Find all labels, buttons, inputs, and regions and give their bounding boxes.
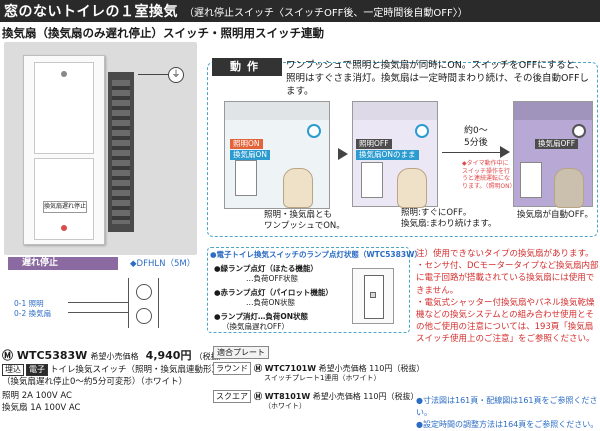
switch-icon — [520, 162, 542, 198]
spec-line-3: 照明 2A 100V AC — [2, 391, 72, 401]
wire — [68, 302, 128, 303]
spec-line-2: （換気扇遅れ停止0～約5分可変形）（ホワイト） — [2, 377, 188, 387]
wiring-diagram: 0-1 照明 0-2 換気扇 — [8, 272, 198, 334]
connector-line — [138, 74, 172, 75]
toilet-icon — [554, 168, 584, 208]
spec-box-embed: 埋込 — [2, 364, 24, 376]
delay-tag: 遅れ停止 — [8, 257, 118, 270]
lamp-item-red: ●赤ランプ点灯（パイロット機能） …負荷ON状態 — [214, 288, 333, 308]
plate-price: 希望小売価格 110円（税抜） — [312, 392, 419, 401]
caution-line: ・センサ付、DCモータータイプなど換気扇内部に電子回路が搭載されている換気扇には… — [416, 261, 599, 296]
indicator-led — [61, 225, 67, 231]
scene3-caption: 換気扇が自動OFF。 — [517, 210, 593, 220]
model-name: Ⓜ WTC5383W — [2, 349, 88, 362]
model-row: Ⓜ WTC5383W 希望小売価格 4,940円 （税抜） — [2, 347, 227, 363]
light-rocker — [34, 62, 94, 154]
ceiling — [514, 102, 592, 120]
arrow-right-icon — [500, 146, 510, 158]
scene1-caption: 照明・換気扇とも ワンプッシュでON。 — [264, 210, 345, 231]
plate-type: スクエア — [213, 390, 251, 403]
plate-type: ラウンド — [213, 362, 251, 375]
toilet-icon — [397, 168, 427, 208]
lamp-led — [370, 292, 376, 298]
footnote: ●寸法図は161頁・配線図は161頁をご参照ください。 — [416, 396, 598, 417]
indicator-dot — [61, 71, 67, 77]
fan-rocker: 換気扇遅れ停止 — [34, 158, 94, 240]
lamp-item-head: ●赤ランプ点灯（パイロット機能） — [214, 288, 333, 297]
wiring-label-fan: 0-2 換気扇 — [14, 309, 52, 318]
spec-line-4: 換気扇 1A 100V AC — [2, 403, 81, 413]
plate-price: 希望小売価格 110円（税抜） — [318, 364, 425, 373]
switch-icon — [361, 162, 383, 198]
tag-light-on: 照明ON — [230, 139, 263, 149]
plate-desc: （ホワイト） — [264, 402, 306, 410]
ceiling — [225, 102, 329, 120]
toilet-icon — [283, 168, 313, 208]
tag-fan-on: 換気扇ON — [230, 150, 271, 160]
fan-symbol — [136, 308, 152, 324]
spec-line-1: 埋込電子トイレ換気スイッチ（照明・換気扇連動形） — [2, 363, 220, 376]
delay-line — [442, 152, 502, 153]
wire — [158, 278, 159, 328]
footnote: ●設定時間の調整方法は164頁をご参照ください。 — [416, 420, 599, 429]
lamp-item-sub: …負荷ON状態 — [246, 298, 296, 307]
caution-line: ・電気式シャッター付換気扇やパネル換気乾燥機などの換気システムとの組み合わせ使用… — [416, 297, 595, 345]
switch-plate: 換気扇遅れ停止 — [23, 55, 105, 245]
footnotes: ●寸法図は161頁・配線図は161頁をご参照ください。 ●設定時間の調整方法は1… — [416, 395, 600, 431]
spec-text: トイレ換気スイッチ（照明・換気扇連動形） — [50, 365, 221, 375]
fan-icon — [307, 124, 321, 138]
connector: ⏚ — [138, 64, 184, 86]
lamp-item-green: ●緑ランプ点灯（ほたる機能） …負荷OFF状態 — [214, 264, 318, 284]
plug-icon: ⏚ — [168, 67, 184, 83]
switch-icon — [235, 160, 257, 196]
wiring-label-light: 0-1 照明 — [14, 299, 44, 308]
plate-model: Ⓜ WTC7101W — [254, 364, 317, 373]
plate-label: 換気扇遅れ停止 — [43, 201, 87, 213]
scene-on — [224, 101, 330, 209]
wire — [128, 278, 129, 328]
scene2-caption: 照明:すぐにOFF。 換気扇:まわり続けます。 — [401, 208, 497, 229]
timer-note: ◆タイマ動作中にスイッチ操作を行うと連続運転になります。（照明ON） — [462, 160, 516, 190]
page-header: 窓のないトイレの１室換気 （遅れ停止スイッチ〈スイッチOFF後、一定時間後自動O… — [0, 0, 600, 22]
wire — [68, 312, 128, 313]
tax-label: （税抜） — [194, 352, 227, 361]
operation-description: ワンプッシュで照明と換気扇が同時にON。スイッチをOFFにすると、照明はすぐさま… — [286, 60, 589, 97]
model-price: 4,940円 — [145, 349, 192, 362]
delay-time: 約0～ 5分後 — [464, 126, 488, 148]
switch-body — [108, 72, 134, 232]
lamp-state-box — [207, 247, 410, 333]
page-subtitle: （遅れ停止スイッチ〈スイッチOFF後、一定時間後自動OFF〉） — [184, 7, 468, 19]
tag-fan-off: 換気扇OFF — [535, 139, 579, 149]
lamp-state-title: ●電子トイレ換気スイッチのランプ点灯状態（WTC5383W） — [210, 250, 422, 259]
caution-notes: 注）使用できないタイプの換気扇があります。 ・センサ付、DCモータータイプなど換… — [416, 248, 599, 346]
lamp-symbol — [136, 284, 152, 300]
page-title: 窓のないトイレの１室換気 — [4, 4, 178, 20]
fan-icon — [415, 124, 429, 138]
plate-desc: スイッチプレート1連用（ホワイト） — [264, 374, 381, 382]
product-image: 換気扇遅れ停止 ⏚ — [4, 42, 197, 255]
tag-light-off: 照明OFF — [356, 139, 392, 149]
plate-model: Ⓜ WT8101W — [254, 392, 311, 401]
tag-fan-stays-on: 換気扇ONのまま — [356, 150, 419, 160]
caution-line: 注）使用できないタイプの換気扇があります。 — [416, 249, 594, 259]
plates-header: 適合プレート — [213, 346, 269, 359]
section-title: 換気扇（換気扇のみ遅れ停止）スイッチ・照明用スイッチ連動 — [2, 26, 324, 40]
operation-title: 動作 — [212, 58, 282, 76]
lamp-switch-figure — [352, 268, 394, 324]
price-label: 希望小売価格 — [90, 352, 139, 361]
scene-fan-off — [513, 101, 593, 208]
lamp-item-off: ●ランプ消灯…負荷ON状態 （換気扇遅れOFF） — [214, 312, 308, 332]
dfhln-label: ◆DFHLN（5M） — [130, 259, 196, 269]
ceiling — [353, 102, 437, 120]
spec-box-electronic: 電子 — [26, 364, 48, 376]
lamp-item-sub: …負荷OFF状態 — [246, 274, 299, 283]
lamp-item-head: ●緑ランプ点灯（ほたる機能） — [214, 264, 318, 273]
lamp-item-head: ●ランプ消灯…負荷ON状態 — [214, 312, 308, 321]
fan-icon — [572, 124, 586, 138]
lamp-item-sub: （換気扇遅れOFF） — [222, 322, 290, 331]
arrow-right-icon — [338, 148, 348, 160]
